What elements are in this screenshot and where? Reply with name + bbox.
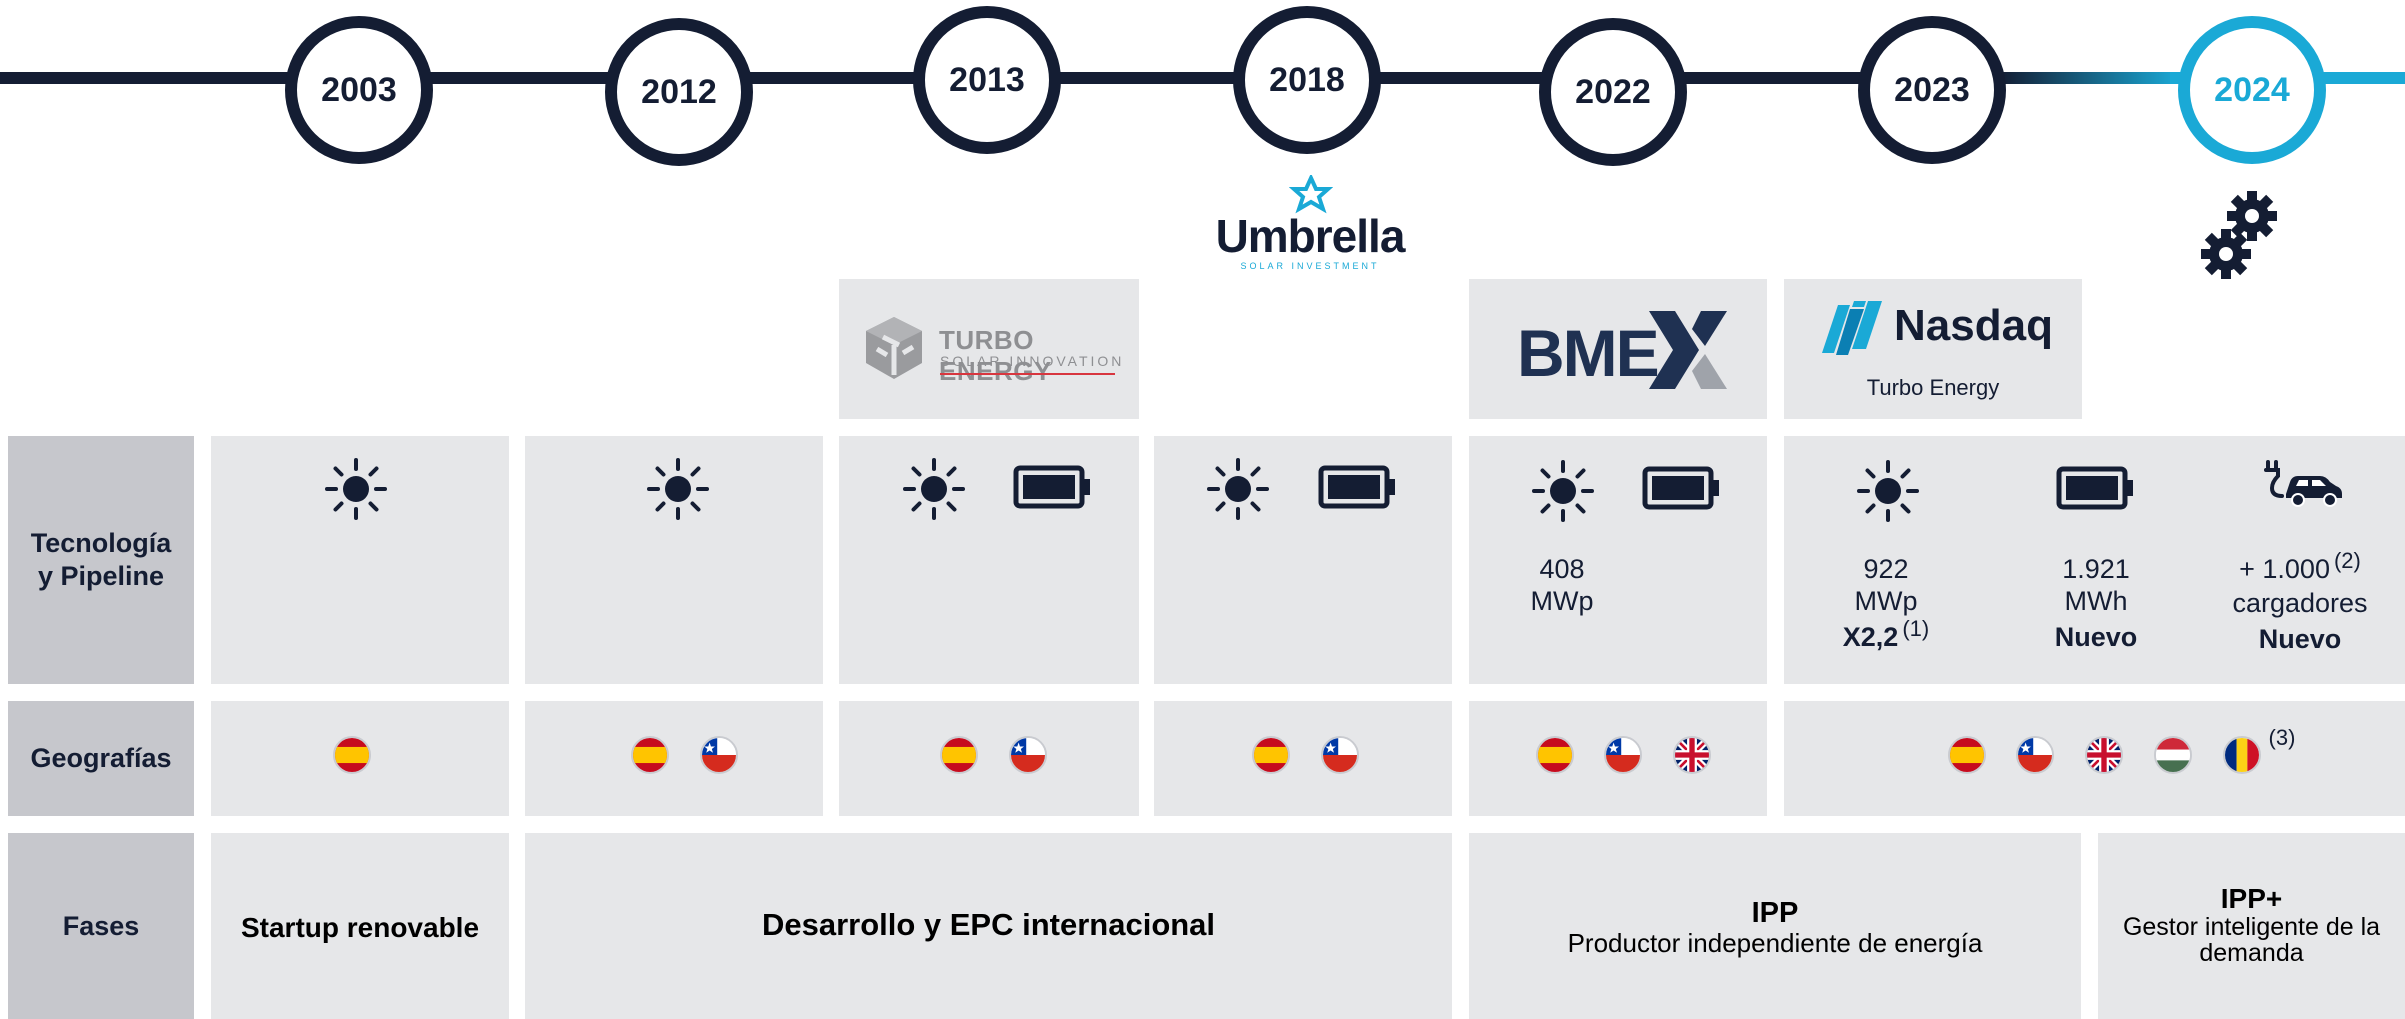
phase-panel-startup bbox=[211, 833, 509, 1019]
phase-ipp-plus: IPP+ Gestor inteligente de la demanda bbox=[2112, 883, 2391, 967]
solar-2023-value: 922 bbox=[1863, 554, 1909, 584]
year-2012: 2012 bbox=[605, 18, 753, 166]
flag-spain bbox=[1536, 736, 1574, 774]
flag-chile bbox=[2016, 736, 2054, 774]
row-label-geographies: Geografías bbox=[8, 701, 194, 816]
bme-name: BME bbox=[1517, 316, 1660, 390]
row-label-phases: Fases bbox=[8, 833, 194, 1019]
capacity-2022-value: 408 bbox=[1539, 554, 1585, 584]
year-2013: 2013 bbox=[913, 6, 1061, 154]
nasdaq-mark-icon bbox=[1822, 301, 1882, 355]
umbrella-logo: Umbrella SOLAR INVESTMENT bbox=[1205, 175, 1415, 275]
capacity-solar-2023: 922 MWp X2,2(1) bbox=[1826, 553, 1946, 655]
row-label-technology: Tecnología y Pipeline bbox=[8, 436, 194, 684]
solar-2023-note: X2,2 bbox=[1842, 622, 1899, 652]
phase-ipp-plus-title: IPP+ bbox=[2220, 883, 2283, 914]
chargers-unit: cargadores bbox=[2232, 588, 2368, 618]
battery-icon bbox=[2056, 466, 2136, 510]
sun-icon bbox=[646, 457, 710, 521]
timeline-line-gradient bbox=[2000, 72, 2180, 84]
turbo-name: TURBO ENERGY bbox=[939, 325, 1052, 386]
chargers-note: Nuevo bbox=[2258, 624, 2342, 654]
flag-chile bbox=[700, 736, 738, 774]
turbo-cube-icon bbox=[866, 317, 922, 379]
sun-icon bbox=[324, 457, 388, 521]
phase-ipp-subtitle: Productor independiente de energía bbox=[1567, 928, 1983, 958]
solar-2023-unit: MWp bbox=[1854, 586, 1918, 616]
bme-logo: BME bbox=[1469, 279, 1767, 419]
flag-spain bbox=[631, 736, 669, 774]
umbrella-tagline: SOLAR INVESTMENT bbox=[1240, 261, 1380, 271]
geo-panel-2012 bbox=[525, 701, 823, 816]
flag-uk bbox=[1673, 736, 1711, 774]
battery-2023-note: Nuevo bbox=[2054, 622, 2138, 652]
tech-panel-2013 bbox=[839, 436, 1139, 684]
capacity-battery-2023: 1.921 MWh Nuevo bbox=[2036, 553, 2156, 653]
phase-panel-ipp bbox=[1469, 833, 2081, 1019]
phase-development: Desarrollo y EPC internacional bbox=[761, 907, 1216, 942]
flag-spain bbox=[1252, 736, 1290, 774]
flag-romania bbox=[2223, 736, 2261, 774]
tech-panel-2018 bbox=[1154, 436, 1452, 684]
turbo-tagline: SOLAR INNOVATION bbox=[940, 353, 1125, 369]
bme-x-icon bbox=[1649, 311, 1727, 389]
flag-chile bbox=[1604, 736, 1642, 774]
footnote-3: (3) bbox=[2268, 725, 2296, 750]
flag-spain bbox=[333, 736, 371, 774]
gears-icon bbox=[2201, 191, 2277, 279]
sun-icon bbox=[902, 457, 966, 521]
phase-panel-development bbox=[525, 833, 1452, 1019]
capacity-2022: 408 MWp bbox=[1512, 553, 1612, 617]
battery-icon bbox=[1013, 465, 1093, 509]
year-2023: 2023 bbox=[1858, 16, 2006, 164]
year-2003: 2003 bbox=[285, 16, 433, 164]
flag-spain bbox=[1948, 736, 1986, 774]
umbrella-star-icon bbox=[1289, 175, 1333, 214]
nasdaq-logo: Nasdaq Turbo Energy bbox=[1784, 279, 2082, 419]
year-2018: 2018 bbox=[1233, 6, 1381, 154]
battery-2023-unit: MWh bbox=[2064, 586, 2128, 616]
flag-spain bbox=[940, 736, 978, 774]
battery-icon bbox=[1642, 466, 1722, 510]
phase-panel-ipp-plus bbox=[2098, 833, 2405, 1019]
phase-ipp-title: IPP bbox=[1751, 897, 1799, 929]
year-2022: 2022 bbox=[1539, 18, 1687, 166]
flag-chile bbox=[1009, 736, 1047, 774]
turbo-underline bbox=[940, 373, 1115, 375]
flag-hungary bbox=[2154, 736, 2192, 774]
ev-charger-icon bbox=[2264, 460, 2342, 507]
phase-ipp: IPP Productor independiente de energía bbox=[1469, 898, 2081, 958]
sun-icon bbox=[1856, 459, 1920, 523]
tech-panel-2022 bbox=[1469, 436, 1767, 684]
geo-panel-2018 bbox=[1154, 701, 1452, 816]
geo-panel-2013 bbox=[839, 701, 1139, 816]
capacity-2022-unit: MWp bbox=[1530, 586, 1594, 616]
umbrella-name: Umbrella bbox=[1215, 210, 1406, 262]
phase-ipp-plus-subtitle: Gestor inteligente de la demanda bbox=[2122, 913, 2381, 967]
phase-startup: Startup renovable bbox=[240, 912, 480, 943]
nasdaq-name: Nasdaq bbox=[1894, 301, 2053, 350]
battery-icon bbox=[1318, 465, 1398, 509]
footnote-1: (1) bbox=[1902, 616, 1930, 641]
chargers-value: + 1.000 bbox=[2239, 554, 2330, 584]
battery-2023-value: 1.921 bbox=[2062, 554, 2130, 584]
year-2024: 2024 bbox=[2178, 16, 2326, 164]
turbo-energy-logo: TURBO ENERGY SOLAR INNOVATION bbox=[839, 279, 1139, 419]
footnote-2: (2) bbox=[2333, 548, 2361, 573]
nasdaq-caption: Turbo Energy bbox=[1866, 375, 2000, 400]
sun-icon bbox=[1206, 457, 1270, 521]
chargers-2023: + 1.000(2) cargadores Nuevo bbox=[2210, 548, 2390, 655]
flag-uk bbox=[2085, 736, 2123, 774]
flag-chile bbox=[1321, 736, 1359, 774]
sun-icon bbox=[1531, 459, 1595, 523]
